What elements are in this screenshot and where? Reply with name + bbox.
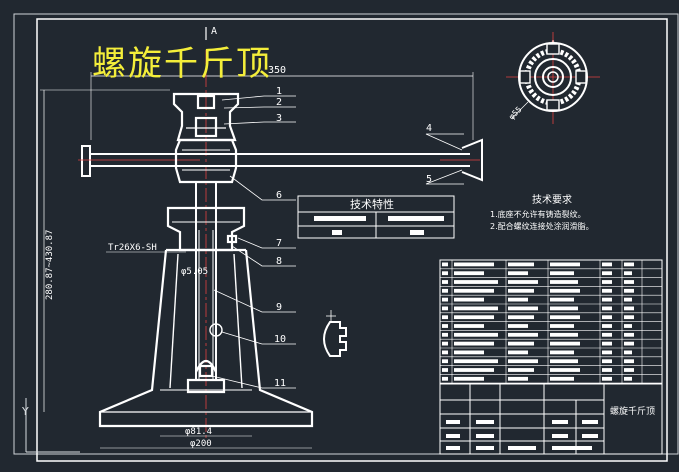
part-num-8: 8 bbox=[276, 256, 282, 267]
drawing-title: 螺旋千斤顶 bbox=[92, 44, 272, 84]
dim-base-outer: φ200 bbox=[190, 439, 212, 449]
part-num-6: 6 bbox=[276, 190, 282, 201]
tech-req-title: 技术要求 bbox=[532, 193, 572, 206]
dim-small-dia: φ5.05 bbox=[181, 267, 208, 277]
part-num-4: 4 bbox=[426, 123, 432, 134]
jack-cap bbox=[172, 92, 240, 184]
part-num-5: 5 bbox=[426, 174, 432, 185]
outer-frame bbox=[13, 13, 679, 455]
dim-height: 280.87~430.87 bbox=[45, 230, 55, 300]
part-num-9: 9 bbox=[276, 302, 282, 313]
title-block-name: 螺旋千斤顶 bbox=[610, 405, 655, 417]
title-block-fill bbox=[446, 420, 598, 450]
dim-thread: Tr26X6-SH bbox=[108, 243, 157, 253]
dim-base-inner: φ81.4 bbox=[185, 427, 212, 437]
screw bbox=[195, 182, 217, 380]
leaders bbox=[211, 95, 464, 389]
tech-req-line-2: 2.配合螺纹连接处涂润滑脂。 bbox=[490, 221, 594, 231]
part-num-1: 1 bbox=[276, 86, 282, 97]
section-marker: A bbox=[211, 26, 217, 37]
title-block bbox=[439, 383, 663, 455]
part-num-10: 10 bbox=[274, 334, 286, 345]
tech-char-title: 技术特性 bbox=[350, 197, 394, 211]
part-num-11: 11 bbox=[274, 378, 286, 389]
axis-y-label: Y bbox=[21, 405, 29, 418]
dim-top-span: 350 bbox=[268, 65, 286, 76]
part-num-2: 2 bbox=[276, 97, 282, 108]
tech-char-table: 技术特性 bbox=[297, 195, 455, 239]
base bbox=[98, 248, 314, 428]
oil-hole bbox=[209, 323, 223, 337]
part-num-3: 3 bbox=[276, 113, 282, 124]
tech-req-line-1: 1.底座不允许有铸造裂纹。 bbox=[490, 209, 586, 219]
dim-outer-dia: φ55 bbox=[507, 105, 524, 122]
detail-view bbox=[323, 310, 347, 357]
inner-frame bbox=[36, 18, 668, 462]
section-view-a: A φ55 bbox=[506, 32, 600, 124]
handle-bar bbox=[78, 138, 483, 182]
parts-list-table bbox=[439, 259, 663, 384]
part-num-7: 7 bbox=[276, 238, 282, 249]
